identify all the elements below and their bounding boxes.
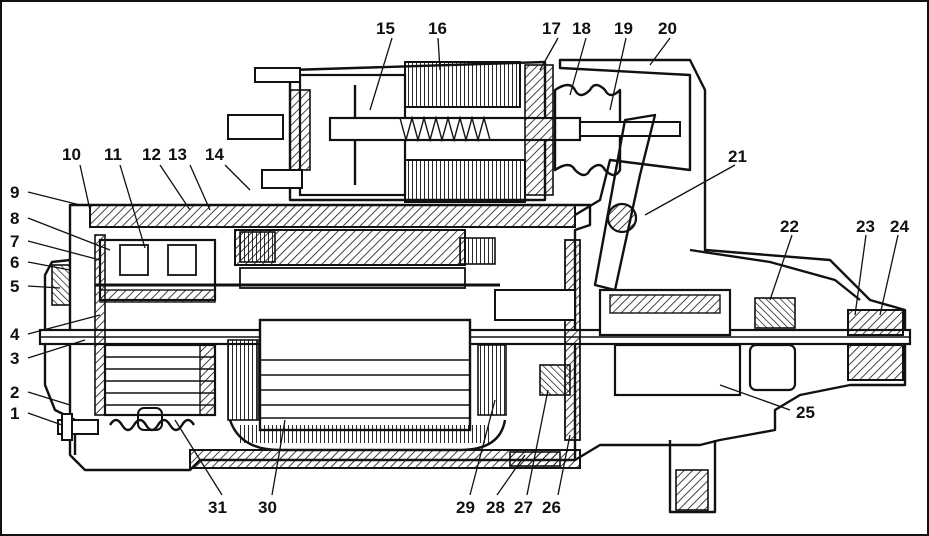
field-poles — [234, 229, 496, 289]
terminal-bolt — [57, 413, 99, 441]
label-9: 9 — [10, 183, 19, 202]
label-31: 31 — [208, 498, 227, 517]
label-26: 26 — [542, 498, 561, 517]
label-2: 2 — [10, 383, 19, 402]
brush-spring — [108, 407, 196, 432]
armature-shaft — [38, 328, 912, 346]
label-30: 30 — [258, 498, 277, 517]
label-7: 7 — [10, 232, 19, 251]
label-13: 13 — [168, 145, 187, 164]
part-labels: 1 2 3 4 5 6 7 8 9 10 11 12 13 14 15 16 1… — [10, 19, 909, 517]
armature-core — [227, 318, 507, 452]
label-12: 12 — [142, 145, 161, 164]
label-5: 5 — [10, 277, 19, 296]
label-8: 8 — [10, 209, 19, 228]
housing — [43, 58, 907, 514]
label-23: 23 — [856, 217, 875, 236]
label-19: 19 — [614, 19, 633, 38]
drive-end-bushing — [847, 309, 904, 381]
label-14: 14 — [205, 145, 224, 164]
label-20: 20 — [658, 19, 677, 38]
label-3: 3 — [10, 349, 19, 368]
shift-lever — [593, 113, 657, 292]
drive-clutch — [598, 288, 797, 397]
label-22: 22 — [780, 217, 799, 236]
label-6: 6 — [10, 253, 19, 272]
label-28: 28 — [486, 498, 505, 517]
label-25: 25 — [796, 403, 815, 422]
label-29: 29 — [456, 498, 475, 517]
label-16: 16 — [428, 19, 447, 38]
intermediate-plate — [494, 239, 581, 467]
leader-lines — [27, 37, 899, 496]
solenoid — [227, 60, 582, 203]
label-18: 18 — [572, 19, 591, 38]
commutator — [103, 343, 217, 417]
label-1: 1 — [10, 404, 19, 423]
label-4: 4 — [10, 325, 20, 344]
label-21: 21 — [728, 147, 747, 166]
label-27: 27 — [514, 498, 533, 517]
rubber-boot — [553, 83, 681, 177]
label-15: 15 — [376, 19, 395, 38]
label-10: 10 — [62, 145, 81, 164]
label-17: 17 — [542, 19, 561, 38]
brush-holder — [94, 234, 217, 416]
label-24: 24 — [890, 217, 909, 236]
label-11: 11 — [104, 145, 122, 164]
